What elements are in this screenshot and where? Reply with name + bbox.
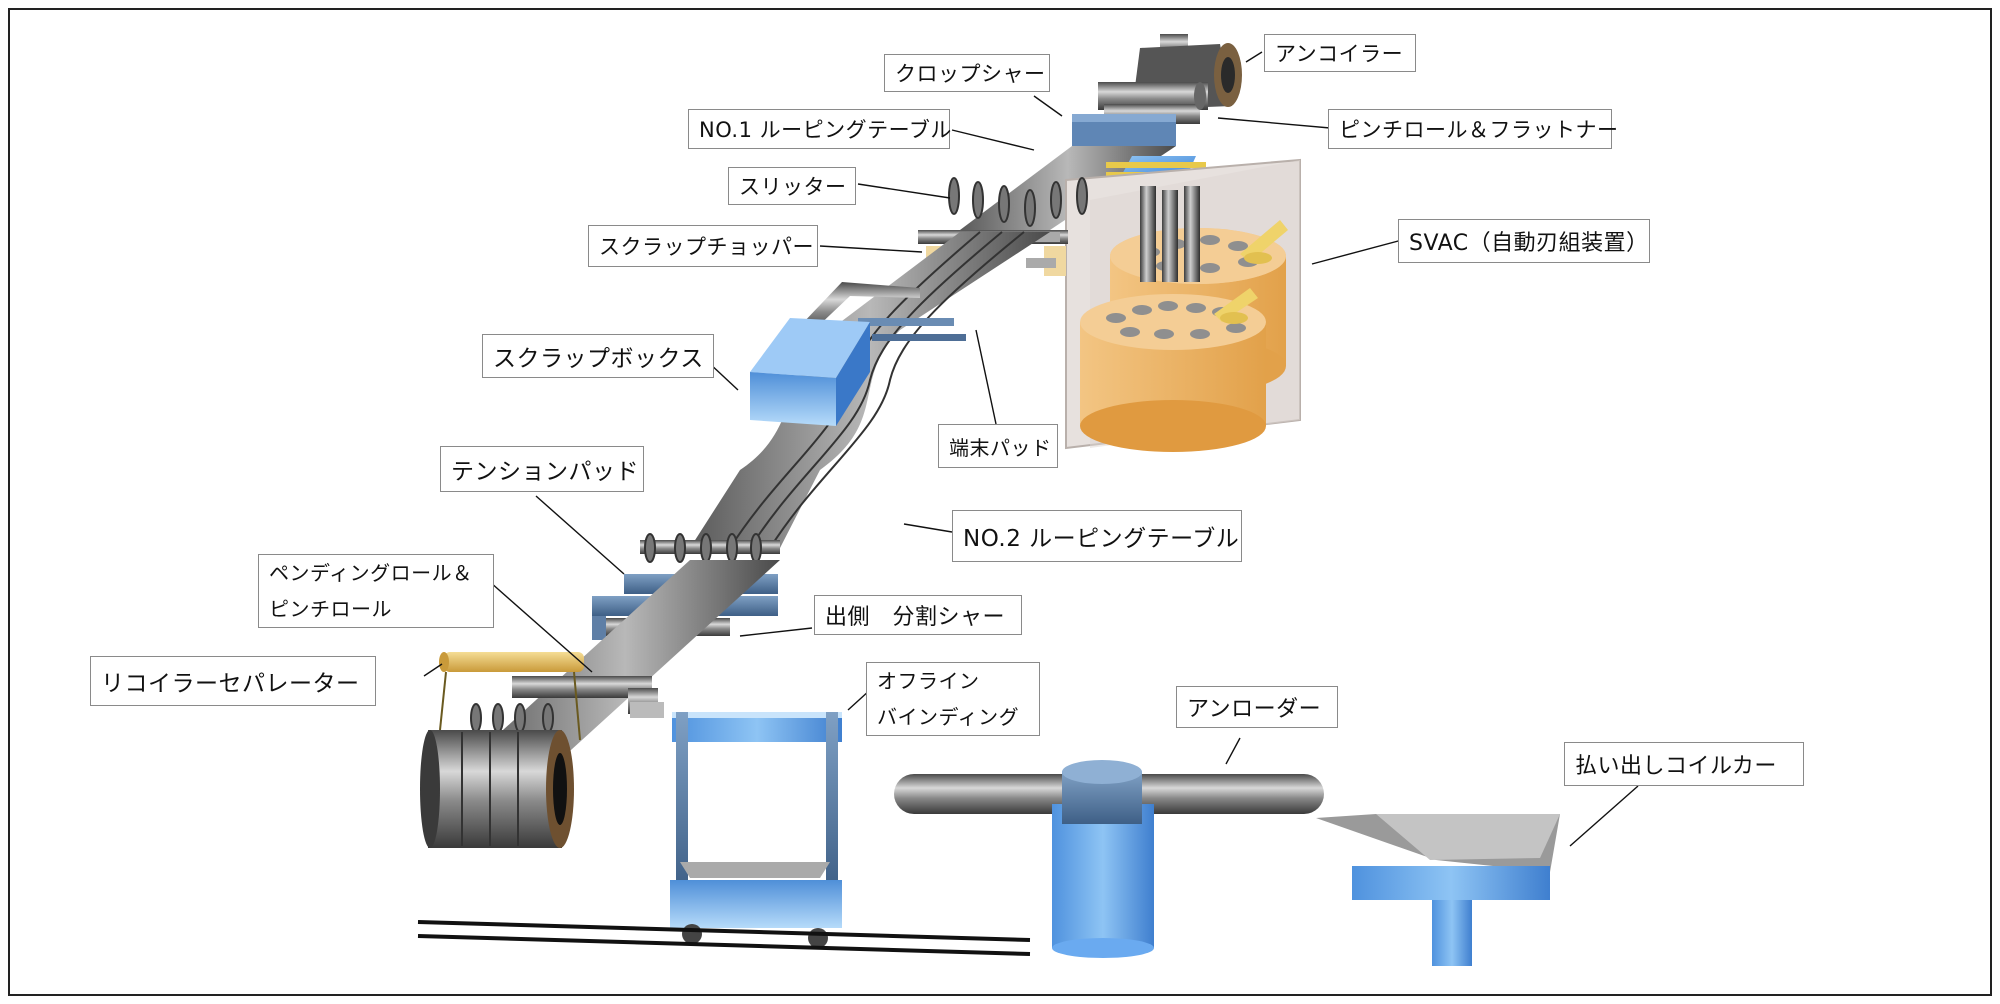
label-recoiler-separator: リコイラーセパレーター [90, 656, 376, 706]
label-tension-pad: テンションパッド [440, 446, 644, 492]
slitter-knives [948, 177, 1088, 227]
svac-unit [1065, 158, 1301, 452]
label-slitter: スリッター [728, 167, 856, 205]
tension-pad-rollers [640, 533, 780, 563]
recoiler-separator [439, 652, 584, 741]
label-offline-binding: オフライン バインディング [866, 662, 1040, 736]
end-pad [858, 318, 966, 341]
label-exit-split-shear: 出側 分割シャー [814, 595, 1022, 635]
pending-roll [512, 676, 664, 718]
coil-car [1316, 814, 1560, 966]
unloader [894, 760, 1324, 958]
label-offline-binding-line2: バインディング [877, 705, 1020, 729]
label-pending-roll: ペンディングロール＆ ピンチロール [258, 554, 494, 628]
label-crop-shear: クロップシャー [884, 54, 1050, 92]
diagram-frame [8, 8, 1992, 996]
label-unloader: アンローダー [1176, 686, 1338, 728]
label-offline-binding-line1: オフライン [877, 669, 980, 693]
label-scrap-box: スクラップボックス [482, 334, 714, 378]
crop-shear [1072, 114, 1176, 146]
label-svac: SVAC（自動刃組装置） [1398, 219, 1650, 263]
label-no1-looping-table: NO.1 ルーピングテーブル [688, 109, 951, 149]
strip-no2 [690, 231, 1050, 549]
label-pinch-roll-flattener: ピンチロール＆フラットナー [1328, 109, 1618, 149]
label-scrap-chopper: スクラップチョッパー [588, 225, 818, 267]
offline-binding-cart [670, 712, 842, 948]
recoiler-coil [420, 730, 574, 848]
scrap-box [750, 318, 870, 426]
label-coil-car: 払い出しコイルカー [1564, 742, 1804, 786]
label-uncoiler: アンコイラー [1264, 34, 1416, 72]
label-no2-looping-table: NO.2 ルーピングテーブル [952, 510, 1242, 562]
label-end-pad: 端末パッド [938, 424, 1058, 468]
label-pending-roll-line1: ペンディングロール＆ [269, 561, 473, 585]
rail-track [417, 920, 1031, 956]
leader-lines [423, 51, 1639, 847]
label-pending-roll-line2: ピンチロール [269, 597, 392, 621]
